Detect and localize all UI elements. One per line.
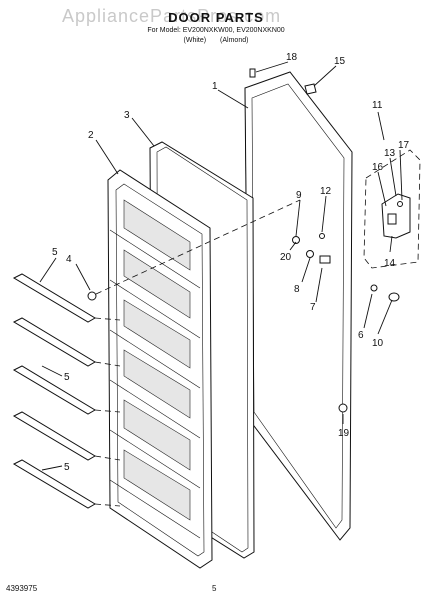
callout-18: 18 (286, 52, 298, 63)
door-panel (244, 71, 353, 541)
callout-5c: 5 (64, 462, 70, 473)
leader-lines (39, 61, 403, 471)
screw-4 (87, 199, 301, 301)
document-part-number: 4393975 (6, 584, 38, 593)
hinge-assembly (363, 149, 421, 269)
callout-3: 3 (124, 110, 130, 121)
callout-labels: 1 2 3 4 5 5 5 6 7 8 9 10 11 12 13 14 15 … (52, 52, 410, 473)
callout-1: 1 (212, 81, 218, 92)
watermark-text: AppliancePartsPros.com (62, 6, 282, 26)
callout-12: 12 (320, 186, 332, 197)
callout-11: 11 (372, 100, 383, 111)
callout-5a: 5 (52, 247, 58, 258)
callout-4: 4 (66, 254, 72, 265)
models-line: For Model: EV200NXKW00, EV200NXKN00 (147, 27, 285, 34)
hinge-hardware (292, 233, 400, 413)
callout-17: 17 (398, 140, 410, 151)
callout-16: 16 (372, 162, 384, 173)
callout-20: 20 (280, 252, 292, 263)
top-small-parts (249, 68, 317, 95)
callout-2: 2 (88, 130, 94, 141)
callout-5b: 5 (64, 372, 70, 383)
callout-15: 15 (334, 56, 346, 67)
callout-6: 6 (358, 330, 364, 341)
callout-7: 7 (310, 302, 316, 313)
shelf-bars (12, 273, 121, 509)
callout-14: 14 (384, 258, 396, 269)
page-number: 5 (212, 584, 217, 593)
callout-9: 9 (296, 190, 302, 201)
callout-8: 8 (294, 284, 300, 295)
page-title: DOOR PARTS (168, 10, 264, 25)
callout-13: 13 (384, 148, 396, 159)
callout-19: 19 (338, 428, 350, 439)
door-liner (107, 169, 213, 569)
colors-line: (White) (Almond) (183, 37, 249, 44)
callout-10: 10 (372, 338, 384, 349)
